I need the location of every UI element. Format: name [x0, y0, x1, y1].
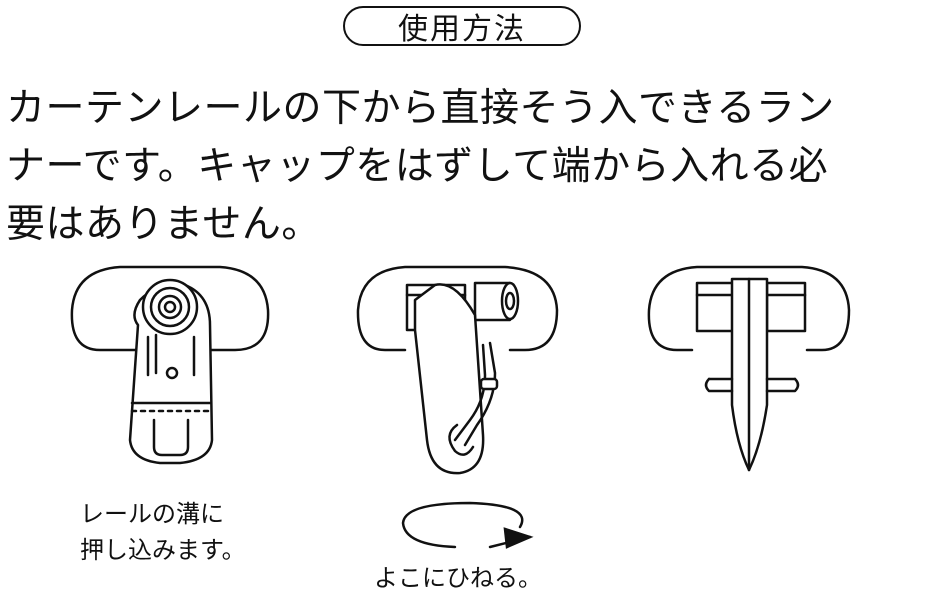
step-3-runner-illustration	[647, 265, 851, 472]
rotate-arrow-icon	[401, 501, 534, 549]
description-line-1: カーテンレールの下から直接そう入できるラン	[6, 86, 835, 131]
description-line-3: 要はありません。	[6, 202, 321, 247]
step-1-runner-illustration	[70, 265, 270, 465]
description: カーテンレールの下から直接そう入できるラン ナーです。キャップをはずして端から入…	[6, 80, 924, 254]
step-1-caption: レールの溝に 押し込みます。	[80, 496, 246, 568]
step-2-runner-illustration	[356, 265, 559, 475]
step-1-caption-line-2: 押し込みます。	[80, 536, 246, 564]
step-2-caption-line-1: よこにひねる。	[374, 564, 542, 592]
step-2-caption: よこにひねる。	[374, 560, 542, 596]
description-line-2: ナーです。キャップをはずして端から入れる必	[6, 144, 829, 189]
page-title: 使用方法	[343, 6, 581, 47]
step-1-caption-line-1: レールの溝に	[80, 500, 224, 528]
